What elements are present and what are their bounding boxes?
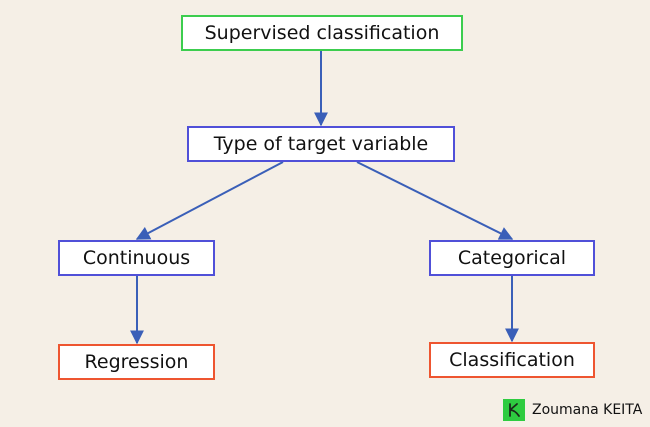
zk-logo-icon xyxy=(503,399,525,421)
node-continuous: Continuous xyxy=(58,240,215,276)
author-name: Zoumana KEITA xyxy=(532,402,643,418)
author-credit: Zoumana KEITA xyxy=(503,398,642,422)
node-supervised-classification: Supervised classification xyxy=(181,15,463,51)
arrow-type-to-continuous xyxy=(135,161,284,240)
node-categorical: Categorical xyxy=(429,240,595,276)
node-regression: Regression xyxy=(58,344,215,380)
node-classification: Classification xyxy=(429,342,595,378)
arrow-type-to-categorical xyxy=(356,161,514,240)
node-type-of-target-variable: Type of target variable xyxy=(187,126,455,162)
